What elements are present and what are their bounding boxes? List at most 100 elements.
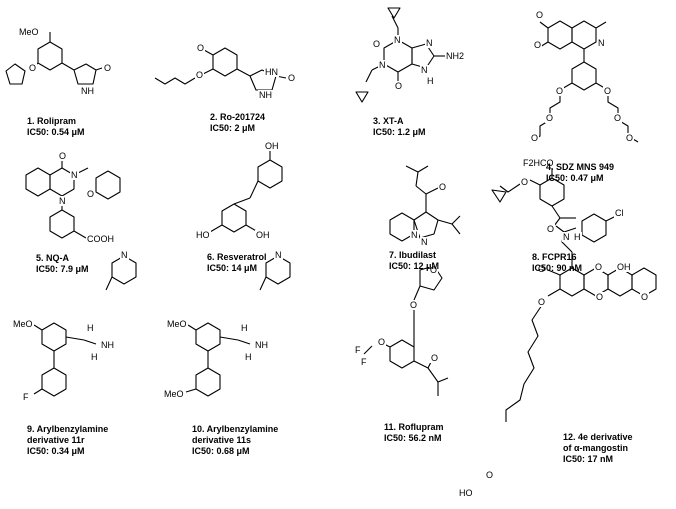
compound-name: 8. FCPR16 <box>532 252 577 262</box>
structure-sdz-mns-949 <box>529 20 639 143</box>
atom-label: N <box>274 250 283 260</box>
atom-label: N <box>597 38 606 48</box>
atom-label: O <box>287 73 297 83</box>
compound-ic50: IC50: 56.2 nM <box>384 433 442 443</box>
atom-label: HO <box>195 230 211 240</box>
atom-label: NH <box>100 340 115 350</box>
compound-caption: 3. XT-A IC50: 1.2 μM <box>373 116 426 138</box>
atom-label: MeO <box>18 27 40 37</box>
compound-name: 3. XT-A <box>373 116 404 126</box>
atom-label: F <box>360 357 368 367</box>
atom-label: O <box>625 133 635 143</box>
compound-ic50: IC50: 1.2 μM <box>373 127 426 137</box>
atom-label: HN <box>264 67 279 77</box>
atom-label: N <box>120 250 129 260</box>
atom-label: O <box>594 262 604 272</box>
atom-label: O <box>86 189 96 199</box>
atom-label: N <box>70 170 79 180</box>
atom-label: O <box>438 182 448 192</box>
compound-ic50: IC50: 0.34 μM <box>27 446 85 456</box>
structure-rolipram <box>5 32 103 85</box>
atom-label: O <box>546 224 556 234</box>
compound-ic50: IC50: 0.54 μM <box>27 127 85 137</box>
atom-label: OH <box>616 262 632 272</box>
atom-label: H <box>573 232 582 242</box>
structure-roflupram <box>363 265 449 396</box>
atom-label: O <box>377 337 387 347</box>
compound-name: 4. SDZ MNS 949 <box>546 162 615 172</box>
compound-ic50: IC50: 90 nM <box>532 263 583 273</box>
compound-name: 6. Resveratrol <box>207 252 267 262</box>
atom-label: N <box>420 65 429 75</box>
atom-label: F2HCO <box>522 158 555 168</box>
compound-caption: 11. Roflupram IC50: 56.2 nM <box>384 422 444 444</box>
atom-label: O <box>195 70 205 80</box>
compound-name: 11. Roflupram <box>384 422 444 432</box>
atom-label: O <box>640 292 650 302</box>
compound-name: 2. Ro-201724 <box>210 112 266 122</box>
compound-ic50: IC50: 12 μM <box>389 261 440 271</box>
atom-label: NH <box>80 86 95 96</box>
compound-caption: 2. Ro-201724 IC50: 2 μM <box>210 112 265 134</box>
atom-label: H <box>86 323 95 333</box>
atom-label: Cl <box>614 208 625 218</box>
compound-name-line2: of α-mangostin <box>563 443 629 453</box>
structure-ibudilast <box>389 165 461 242</box>
atom-label: O <box>429 265 439 275</box>
atom-label: O <box>58 151 68 161</box>
compound-ic50: IC50: 0.68 μM <box>192 446 250 456</box>
atom-label: N <box>393 35 402 45</box>
atom-label: MeO <box>166 319 188 329</box>
atom-label: NH <box>254 340 269 350</box>
compound-name: 5. NQ-A <box>36 253 70 263</box>
atom-label: O <box>545 113 555 123</box>
compound-caption: 10. Arylbenzylamine derivative 11s IC50:… <box>192 424 278 457</box>
compound-ic50: IC50: 2 μM <box>210 123 256 133</box>
atom-label: H <box>90 352 99 362</box>
atom-label: O <box>28 63 38 73</box>
atom-label: F <box>22 392 30 402</box>
compound-ic50: IC50: 17 nM <box>563 454 614 464</box>
atom-label: O <box>613 113 623 123</box>
compound-caption: 1. Rolipram IC50: 0.54 μM <box>27 116 85 138</box>
atom-label: O <box>537 297 547 307</box>
compound-caption: 5. NQ-A IC50: 7.9 μM <box>36 253 89 275</box>
atom-label: OH <box>255 230 271 240</box>
atom-label: O <box>520 177 530 187</box>
compound-name: 9. Arylbenzylamine <box>27 424 109 434</box>
atom-label: H <box>240 323 249 333</box>
atom-label: N <box>420 237 429 247</box>
atom-label: H <box>426 76 435 86</box>
structure-arylbenzylamine-11s <box>185 255 291 397</box>
atom-label: NH <box>258 90 273 100</box>
atom-label: N <box>425 38 434 48</box>
compound-caption: 4. SDZ MNS 949 IC50: 0.47 μM <box>546 162 614 184</box>
compound-ic50: IC50: 0.47 μM <box>546 173 604 183</box>
atom-label: O <box>537 264 547 274</box>
compound-caption: 7. Ibudilast IC50: 12 μM <box>389 250 439 272</box>
compound-caption: 6. Resveratrol IC50: 14 μM <box>207 252 267 274</box>
atom-label: O <box>394 81 404 91</box>
structure-nq-a <box>25 160 121 239</box>
atom-label: N <box>562 232 571 242</box>
compound-ic50: IC50: 14 μM <box>207 263 258 273</box>
atom-label: N <box>410 230 419 240</box>
compound-caption: 8. FCPR16 IC50: 90 nM <box>532 252 582 274</box>
atom-label: H <box>244 352 253 362</box>
atom-label: NH2 <box>445 51 466 61</box>
atom-label: O <box>485 470 495 480</box>
atom-label: N <box>58 196 67 206</box>
atom-label: O <box>430 353 440 363</box>
atom-label: O <box>196 43 206 53</box>
atom-label: O <box>555 86 565 96</box>
atom-label: N <box>378 60 387 70</box>
atom-label: O <box>603 86 613 96</box>
atom-label: OH <box>264 141 280 151</box>
compound-name-line2: derivative 11s <box>192 435 252 445</box>
compound-caption: 9. Arylbenzylamine derivative 11r IC50: … <box>27 424 108 457</box>
compound-name: 12. 4e derivative <box>563 432 633 442</box>
atom-label: O <box>595 292 605 302</box>
compound-name: 7. Ibudilast <box>389 250 437 260</box>
compound-ic50: IC50: 7.9 μM <box>36 264 89 274</box>
